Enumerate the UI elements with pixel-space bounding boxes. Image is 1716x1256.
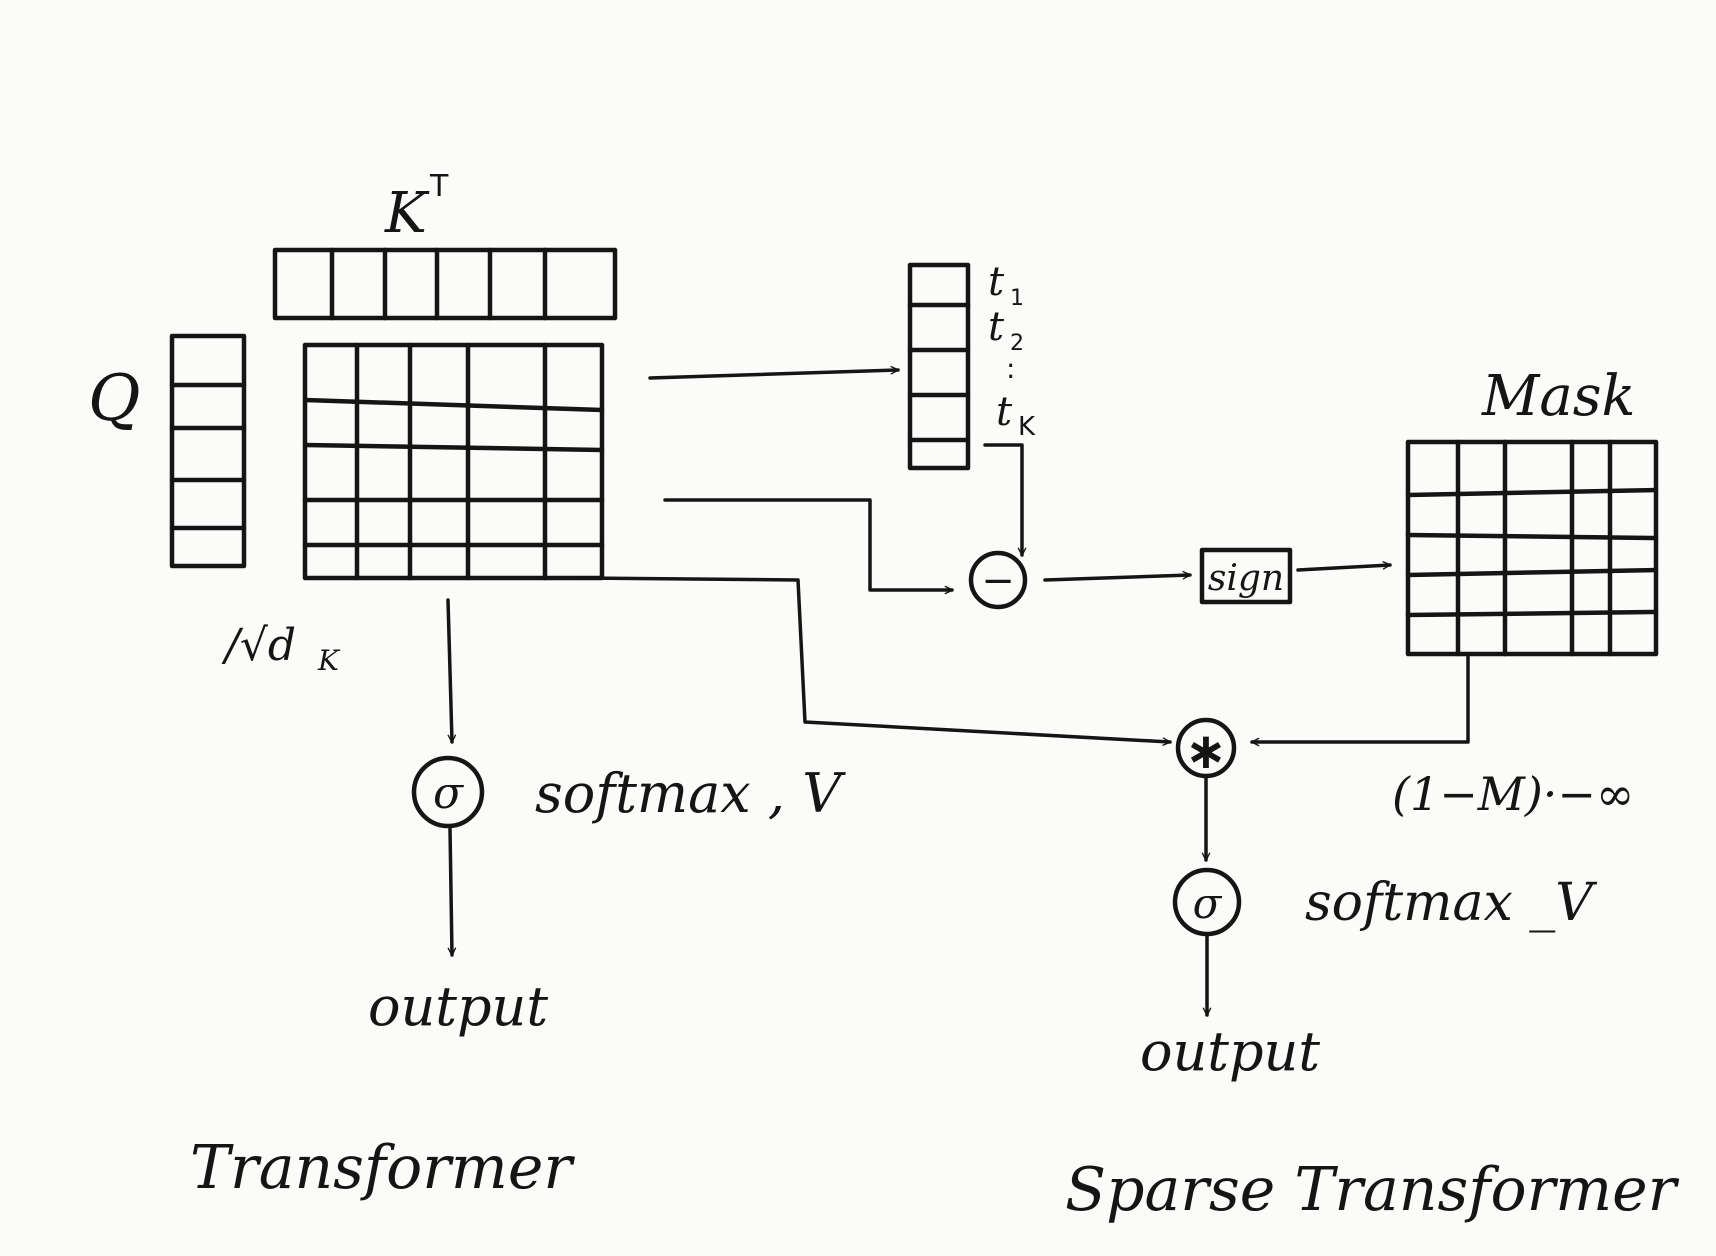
svg-text:σ: σ <box>1193 879 1223 928</box>
softmax-left-label: softmax , V <box>535 762 846 825</box>
arrow-mask-to-star <box>1250 653 1470 747</box>
arrow-minus-to-sign <box>1043 570 1192 582</box>
q-label: Q <box>88 362 140 436</box>
t1-label: t <box>988 259 1005 305</box>
tk-subscript: K <box>1018 412 1036 442</box>
arrow-topk-to-minus <box>983 443 1027 557</box>
sigma-right: σ <box>1172 867 1242 937</box>
output-left-label: output <box>368 975 548 1038</box>
svg-text:∗: ∗ <box>1185 722 1227 780</box>
sigma-left: σ <box>411 755 485 829</box>
arrow-matrix-to-sigma-left <box>446 598 457 744</box>
arrow-matrix-to-minus <box>663 498 954 595</box>
scale-label: /√d <box>221 620 296 671</box>
topk-vector <box>907 262 971 471</box>
t2-subscript: 2 <box>1010 331 1024 356</box>
arrow-sigma-left-to-output <box>447 826 457 957</box>
softmax-right-label: softmax _V <box>1305 873 1597 933</box>
t1-subscript: 1 <box>1010 286 1024 311</box>
arrow-sign-to-mask <box>1296 561 1392 572</box>
t-dots: : <box>1006 352 1015 385</box>
kt-label: K <box>384 181 430 246</box>
sign-box: sign <box>1199 547 1293 605</box>
kt-vector <box>272 247 618 321</box>
arrow-matrix-to-topk <box>648 365 900 380</box>
neg-inf-label: (1−M)·−∞ <box>1392 767 1634 821</box>
svg-text:σ: σ <box>433 768 465 819</box>
star-operator: ∗ <box>1175 717 1237 780</box>
title-sparse-transformer: Sparse Transformer <box>1065 1155 1680 1225</box>
t2-label: t <box>988 304 1005 350</box>
score-matrix <box>302 342 605 581</box>
output-right-label: output <box>1140 1020 1320 1083</box>
arrow-matrix-to-star <box>578 576 1172 746</box>
kt-superscript: T <box>429 169 449 204</box>
minus-operator: − <box>968 550 1028 610</box>
tk-label: t <box>996 389 1013 435</box>
scale-subscript: K <box>317 644 341 677</box>
mask-matrix <box>1405 439 1659 657</box>
q-vector <box>169 333 247 569</box>
svg-text:sign: sign <box>1208 558 1284 599</box>
svg-text:−: − <box>981 558 1015 604</box>
mask-label: Mask <box>1481 364 1635 429</box>
title-transformer: Transformer <box>190 1133 575 1203</box>
